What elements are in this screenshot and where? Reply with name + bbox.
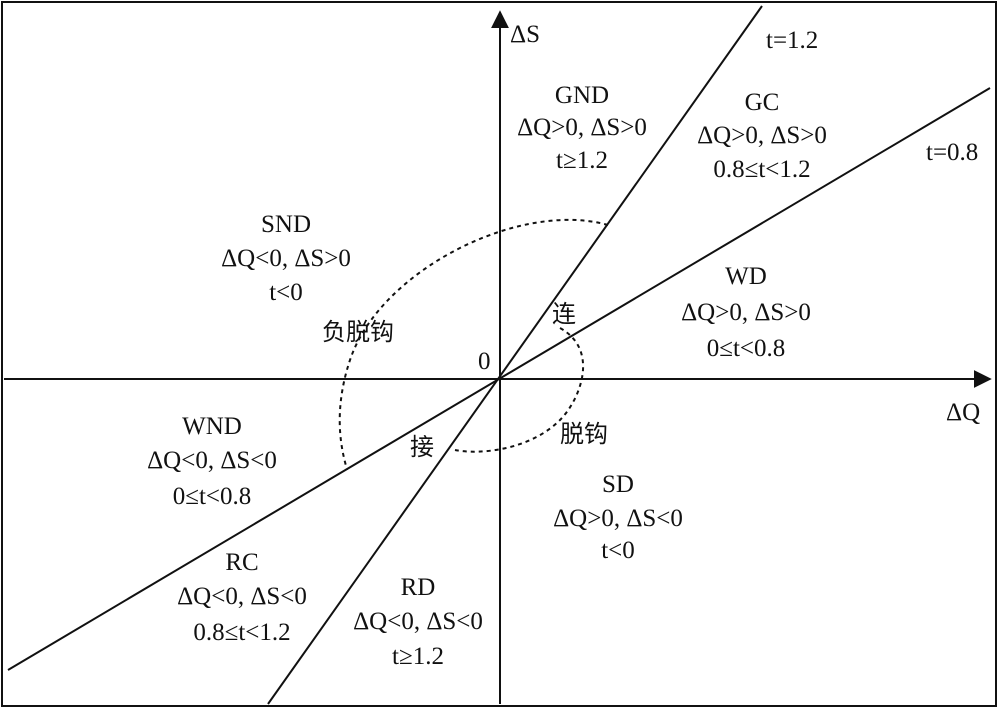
neg-decoupling-arc xyxy=(338,218,609,471)
region-rd: RD ΔQ<0, ΔS<0 t≥1.2 xyxy=(353,574,483,670)
region-wnd: WND ΔQ<0, ΔS<0 0≤t<0.8 xyxy=(147,413,277,510)
line-label-t-0-8: t=0.8 xyxy=(926,139,978,166)
annotation-jie: 接 xyxy=(410,433,434,461)
region-sd-name: SD xyxy=(602,471,634,498)
region-snd-cond: ΔQ<0, ΔS>0 xyxy=(221,245,351,272)
annotation-lian: 连 xyxy=(552,300,576,328)
x-axis-label: ΔQ xyxy=(946,399,980,426)
region-rd-range: t≥1.2 xyxy=(392,643,444,670)
region-rc: RC ΔQ<0, ΔS<0 0.8≤t<1.2 xyxy=(177,549,307,646)
region-gc-cond: ΔQ>0, ΔS>0 xyxy=(697,122,827,149)
annotation-neg-decoupling: 负脱钩 xyxy=(322,318,394,346)
line-t-1-2 xyxy=(267,5,763,705)
region-rc-range: 0.8≤t<1.2 xyxy=(193,619,290,646)
annotation-decoupling: 脱钩 xyxy=(560,420,608,448)
region-gnd-name: GND xyxy=(555,82,609,109)
region-wd-range: 0≤t<0.8 xyxy=(707,335,786,362)
region-sd: SD ΔQ>0, ΔS<0 t<0 xyxy=(553,471,683,564)
origin-label: 0 xyxy=(478,348,491,375)
line-label-t-1-2: t=1.2 xyxy=(766,27,818,54)
region-snd-range: t<0 xyxy=(269,279,303,306)
region-sd-range: t<0 xyxy=(601,537,635,564)
region-gnd: GND ΔQ>0, ΔS>0 t≥1.2 xyxy=(517,82,647,174)
region-wnd-range: 0≤t<0.8 xyxy=(173,483,252,510)
region-wd-name: WD xyxy=(725,263,767,290)
region-wd: WD ΔQ>0, ΔS>0 0≤t<0.8 xyxy=(681,263,811,362)
region-gc-range: 0.8≤t<1.2 xyxy=(713,156,810,183)
region-rc-cond: ΔQ<0, ΔS<0 xyxy=(177,583,307,610)
region-wnd-name: WND xyxy=(182,413,242,440)
region-gc: GC ΔQ>0, ΔS>0 0.8≤t<1.2 xyxy=(697,89,827,183)
region-wnd-cond: ΔQ<0, ΔS<0 xyxy=(147,447,277,474)
region-gnd-range: t≥1.2 xyxy=(556,147,608,174)
region-rc-name: RC xyxy=(225,549,258,576)
region-snd-name: SND xyxy=(261,211,311,238)
region-wd-cond: ΔQ>0, ΔS>0 xyxy=(681,299,811,326)
region-rd-name: RD xyxy=(401,574,436,601)
region-gnd-cond: ΔQ>0, ΔS>0 xyxy=(517,114,647,141)
region-snd: SND ΔQ<0, ΔS>0 t<0 xyxy=(221,211,351,306)
decoupling-arc xyxy=(454,327,585,453)
region-gc-name: GC xyxy=(745,89,780,116)
line-t-0-8 xyxy=(7,87,991,671)
region-sd-cond: ΔQ>0, ΔS<0 xyxy=(553,505,683,532)
y-axis-label: ΔS xyxy=(510,21,540,48)
region-rd-cond: ΔQ<0, ΔS<0 xyxy=(353,608,483,635)
